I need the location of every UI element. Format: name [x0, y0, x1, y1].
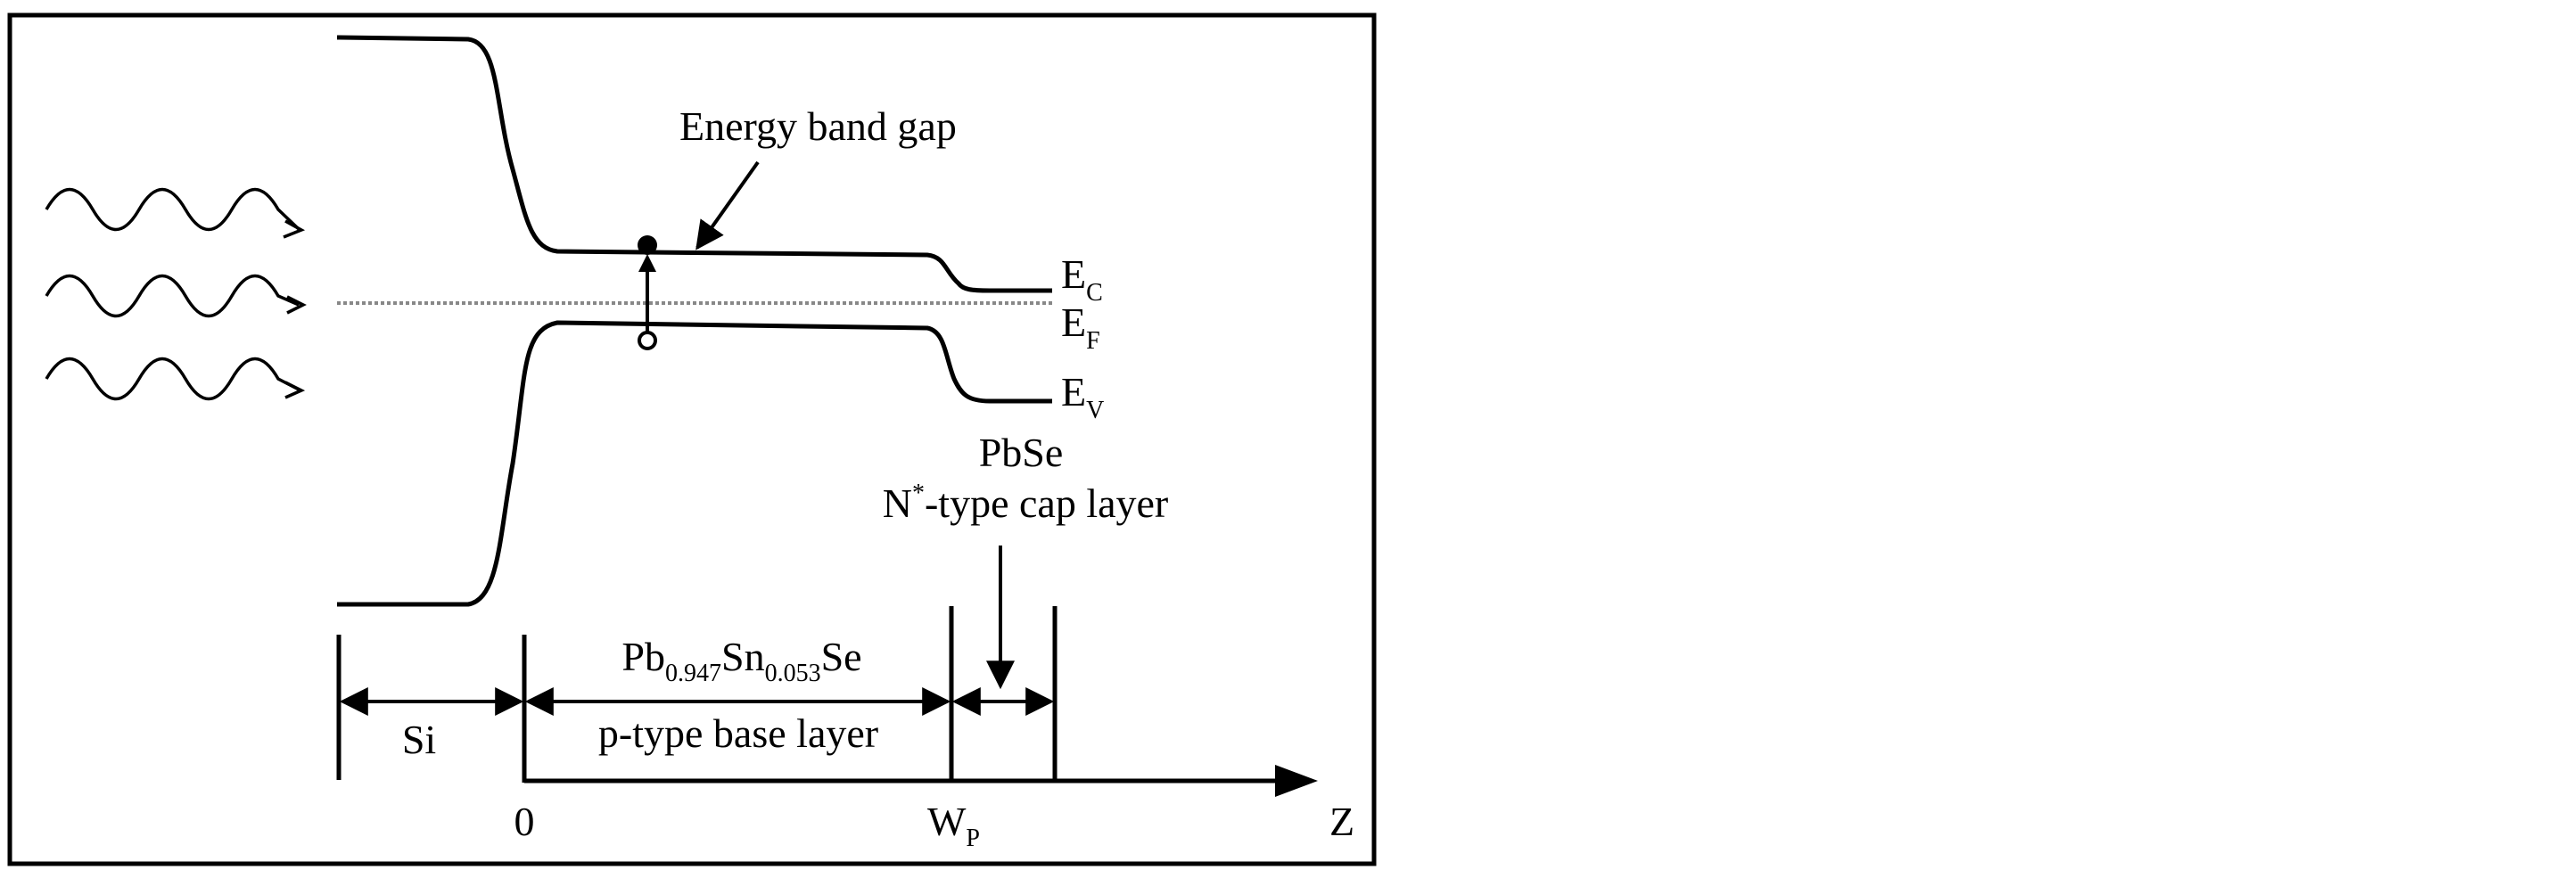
ef-label: EF	[1061, 300, 1100, 355]
cap-layer-type-label: N*-type cap layer	[883, 480, 1169, 526]
base-layer-type-label: p-type base layer	[598, 710, 878, 756]
incident-light-waves	[45, 187, 307, 401]
cap-layer-material-label: PbSe	[979, 430, 1064, 475]
valence-band-edge	[337, 320, 1052, 607]
electron-dot	[638, 235, 657, 255]
base-layer-composition-label: Pb0.947Sn0.053Se	[621, 634, 861, 687]
ec-label: EC	[1061, 251, 1103, 307]
energy-band-gap-pointer	[695, 160, 760, 250]
light-wave-middle	[45, 274, 300, 318]
origin-label: 0	[514, 799, 535, 844]
hole-dot	[638, 331, 657, 350]
light-wave-bottom	[45, 357, 300, 401]
energy-band-gap-label: Energy band gap	[679, 103, 957, 149]
excitation-arrowhead	[638, 254, 656, 272]
si-substrate-label: Si	[402, 717, 436, 762]
figure-frame	[7, 12, 1377, 866]
ev-label: EV	[1061, 369, 1104, 424]
conduction-band-edge	[336, 35, 1052, 293]
z-axis-label: Z	[1329, 799, 1354, 844]
z-axis-arrowhead	[1275, 765, 1318, 797]
wp-label: WP	[927, 799, 980, 852]
layer-boundaries	[336, 606, 1058, 783]
light-wave-top	[45, 187, 300, 232]
